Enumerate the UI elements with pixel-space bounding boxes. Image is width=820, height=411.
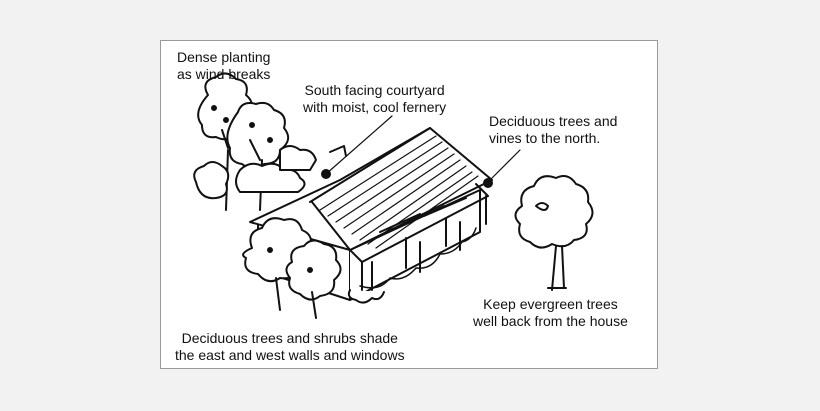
courtyard-label: South facing courtyard with moist, cool … [303, 82, 447, 115]
evergreen-tree [514, 175, 594, 291]
deciduous-north-label: Deciduous trees and vines to the north. [489, 113, 618, 146]
leader-lines [325, 115, 521, 181]
shade-trees [242, 217, 385, 319]
courtyard-marker [321, 169, 331, 179]
wind-break-trees [193, 72, 317, 211]
pergola [349, 183, 489, 293]
house-roof [249, 127, 493, 251]
north-marker [483, 178, 493, 188]
evergreen-label: Keep evergreen trees well back from the … [473, 296, 628, 329]
wind-break-label: Dense planting as wind breaks [177, 49, 271, 82]
shade-label: Deciduous trees and shrubs shade the eas… [175, 330, 405, 363]
